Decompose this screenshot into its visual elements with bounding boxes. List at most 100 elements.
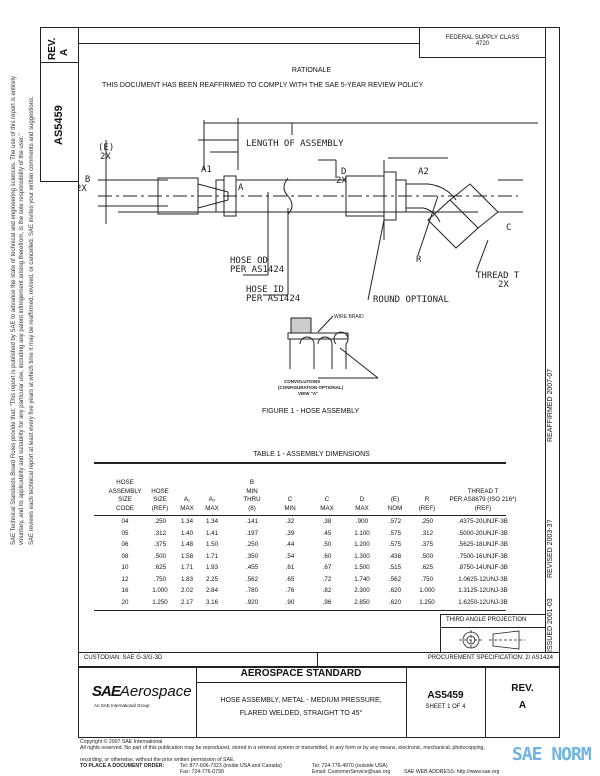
table-cell: 1.250 <box>152 598 168 606</box>
reaffirmed-date: REAFFIRMED 2007-07 <box>547 368 554 442</box>
table-header-cell: C <box>324 496 330 503</box>
label-thread-qty: 2X <box>498 280 509 290</box>
table-header-cell: (8) <box>248 504 256 512</box>
table-cell: .562 <box>245 575 259 583</box>
table-header-cell: MIN <box>284 504 296 512</box>
federal-supply-value: 4720 <box>475 41 490 47</box>
label-e: (E) <box>98 143 114 153</box>
label-d: D <box>341 167 346 177</box>
table-cell: 1.100 <box>354 529 370 537</box>
order-label: TO PLACE A DOCUMENT ORDER: <box>80 763 165 769</box>
table-cell: 1.71 <box>205 552 219 560</box>
table-cell: .8750-14UNJF-3B <box>458 564 508 571</box>
table-cell: .312 <box>153 529 167 537</box>
federal-supply-box: FEDERAL SUPPLY CLASS 4720 <box>419 27 546 58</box>
left-docnum-box: AS5459 <box>40 62 79 182</box>
table-cell: 1.41 <box>205 529 219 537</box>
table-cell: 08 <box>121 552 129 560</box>
table-cell: 10 <box>121 564 129 571</box>
table-cell: 2.17 <box>180 598 194 606</box>
top-rule <box>78 43 420 44</box>
table-header-cell: PER AS8879 (ISO 216*) <box>449 496 517 503</box>
table-cell: .250 <box>153 518 167 525</box>
table-cell: .90 <box>285 598 295 606</box>
table-cell: .750 <box>153 575 167 583</box>
table-cell: 1.48 <box>180 541 194 548</box>
label-r: R <box>416 255 422 265</box>
table-cell: .4375-20UNJF-3B <box>458 518 508 525</box>
table-cell: 1.3125-12UNJ-3B <box>458 587 508 594</box>
table-cell: .5625-18UNJF-3B <box>458 541 508 548</box>
table-cell: .312 <box>420 529 434 537</box>
table-cell: .61 <box>285 564 295 571</box>
table-cell: .7500-16UNJF-3B <box>458 552 508 560</box>
table-cell: 1.000 <box>152 587 168 594</box>
table-cell: .54 <box>285 552 295 560</box>
fax: Fax: 724-776-0790 <box>180 769 224 775</box>
table-cell: .44 <box>285 541 295 548</box>
table-header-cell: CODE <box>116 504 134 512</box>
sae-norm-watermark: SAE NORM <box>512 744 592 765</box>
label-view-a: VIEW "A" <box>298 391 318 396</box>
table-cell: .500 <box>153 552 167 560</box>
label-a2: A2 <box>418 167 429 177</box>
table-cell: .575 <box>388 541 402 548</box>
table-cell: 1.34 <box>205 518 219 525</box>
table-header-cell: C <box>287 496 293 503</box>
label-thread: THREAD T <box>476 271 520 281</box>
table-cell: .197 <box>245 529 259 537</box>
table-header-cell: MAX <box>205 504 219 512</box>
table-cell: .455 <box>245 564 259 571</box>
table-cell: .620 <box>388 598 402 606</box>
table-cell: 2.850 <box>354 598 370 606</box>
table-cell: 20 <box>121 598 129 606</box>
table-header-cell: ASSEMBLY <box>108 487 142 495</box>
table-header-cell: MAX <box>355 504 369 512</box>
table-cell: .67 <box>322 564 332 571</box>
table-header-cell: A₂ <box>208 496 216 503</box>
label-wire-braid: WIRE BRAID <box>334 314 364 320</box>
table-header-cell: THREAD T <box>467 487 499 495</box>
table-cell: .50 <box>322 541 332 548</box>
table-header-cell: (REF) <box>474 504 492 512</box>
main-frame <box>78 27 560 738</box>
table-cell: 1.83 <box>180 575 194 583</box>
rationale-text: THIS DOCUMENT HAS BEEN REAFFIRMED TO COM… <box>102 82 424 89</box>
table-cell: .96 <box>322 598 332 606</box>
table-cell: 1.250 <box>419 598 435 606</box>
table-cell: 16 <box>121 587 129 594</box>
table-header-rule <box>94 515 506 516</box>
projection-label: THIRD ANGLE PROJECTION <box>446 617 527 623</box>
table-cell: 2.25 <box>205 575 219 583</box>
table-cell: .575 <box>388 529 402 537</box>
table-cell: 1.300 <box>354 552 370 560</box>
table-cell: .250 <box>245 541 259 548</box>
table-cell: 1.71 <box>180 564 194 571</box>
web-address-link[interactable]: SAE WEB ADDRESS: http://www.sae.org <box>404 769 500 775</box>
document-category: AEROSPACE STANDARD <box>240 668 362 679</box>
table-cell: .375 <box>420 541 434 548</box>
table-header-cell: A₁ <box>183 496 191 503</box>
table-cell: 2.02 <box>180 587 194 594</box>
table-cell: 1.000 <box>419 587 435 594</box>
table-cell: .141 <box>245 518 259 525</box>
left-rev-label: REV. <box>47 37 58 60</box>
label-hose-od: HOSE OD <box>230 256 268 266</box>
email-link[interactable]: Email: CustomerService@sae.org <box>312 769 391 775</box>
left-doc-number: AS5459 <box>53 105 65 145</box>
label-b-qty: 2X <box>78 184 87 194</box>
table-cell: .625 <box>420 564 434 571</box>
label-length: LENGTH OF ASSEMBLY <box>246 139 344 149</box>
table-cell: 1.58 <box>180 552 194 560</box>
table-cell: 12 <box>121 575 129 583</box>
table-cell: 1.500 <box>354 564 370 571</box>
table-bottom-rule <box>94 610 506 611</box>
label-hose-od-per: PER AS1424 <box>230 265 284 275</box>
table-header-cell: (E) <box>390 496 400 503</box>
table-cell: .750 <box>420 575 434 583</box>
label-hose-id: HOSE ID <box>246 285 284 295</box>
table-cell: 1.93 <box>205 564 219 571</box>
label-hose-id-per: PER AS1424 <box>246 294 300 304</box>
title-line1: HOSE ASSEMBLY, METAL - MEDIUM PRESSURE, <box>220 697 382 704</box>
